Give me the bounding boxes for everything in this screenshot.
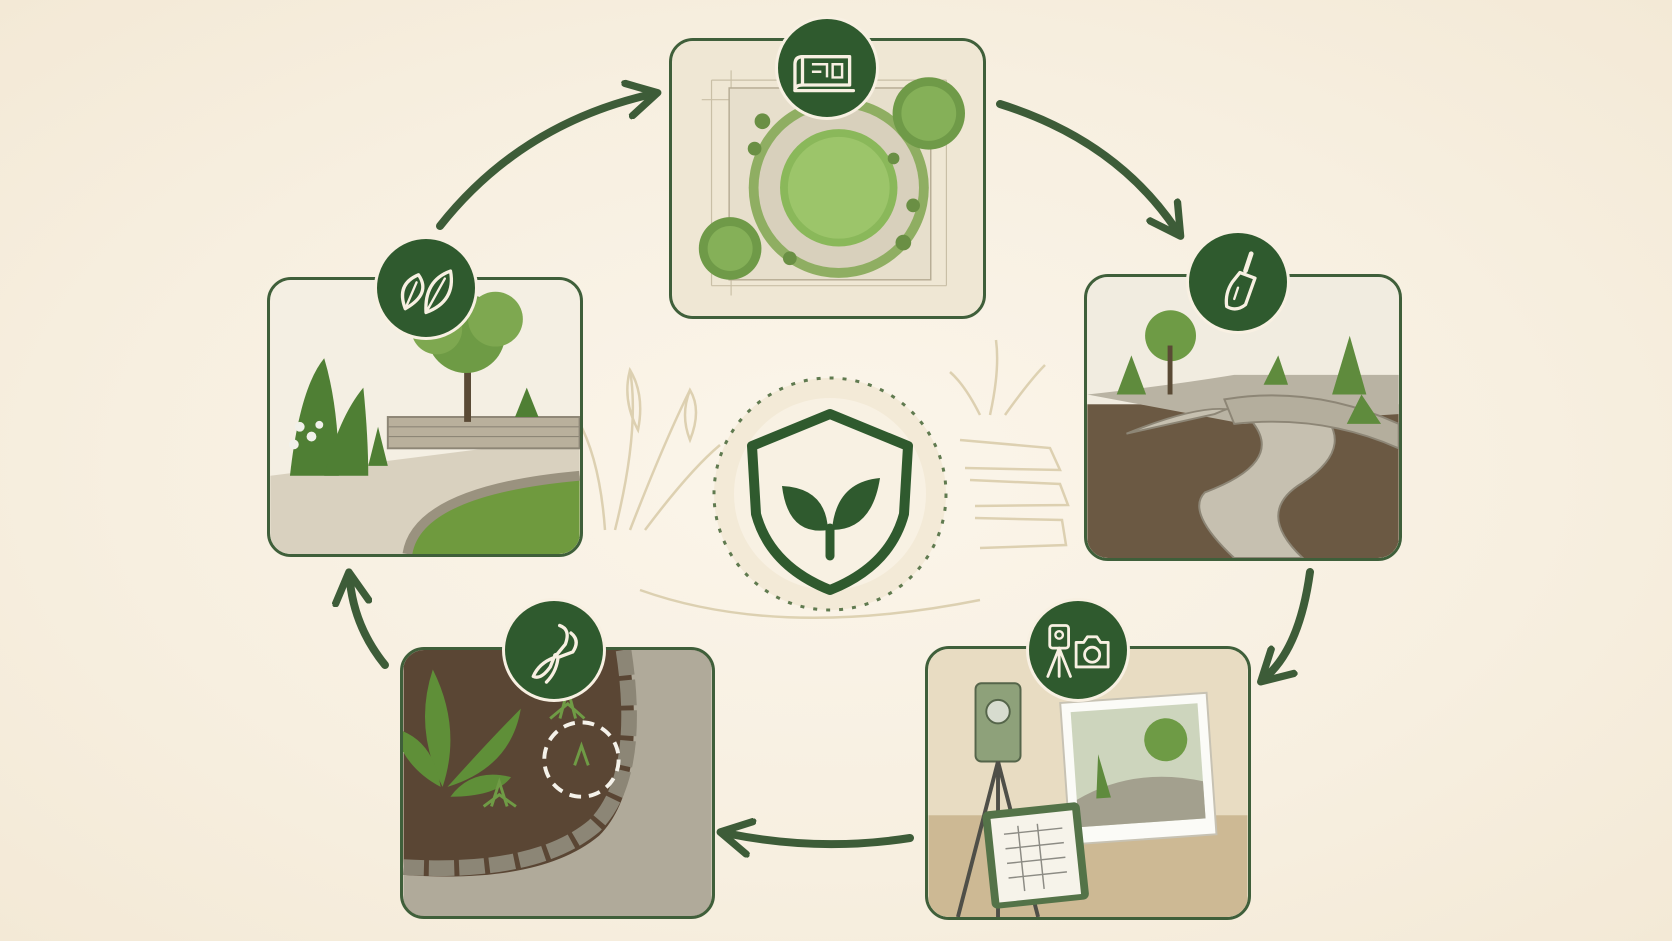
arrow-design-to-build [996, 100, 1175, 228]
arrow-mature-to-design [436, 95, 648, 230]
finished-garden-patio [270, 280, 580, 554]
arrow-maintain-to-mature [350, 582, 389, 669]
arrow-build-to-survey [1268, 568, 1314, 675]
surveyor-camera-icon [1026, 598, 1130, 702]
trowel-icon [1186, 230, 1290, 334]
pruning-shears-icon [502, 598, 606, 702]
arrow-survey-to-maintain [730, 834, 914, 844]
blueprint-icon [775, 16, 879, 120]
step-card-design [669, 38, 986, 319]
leaves-icon [374, 236, 478, 340]
